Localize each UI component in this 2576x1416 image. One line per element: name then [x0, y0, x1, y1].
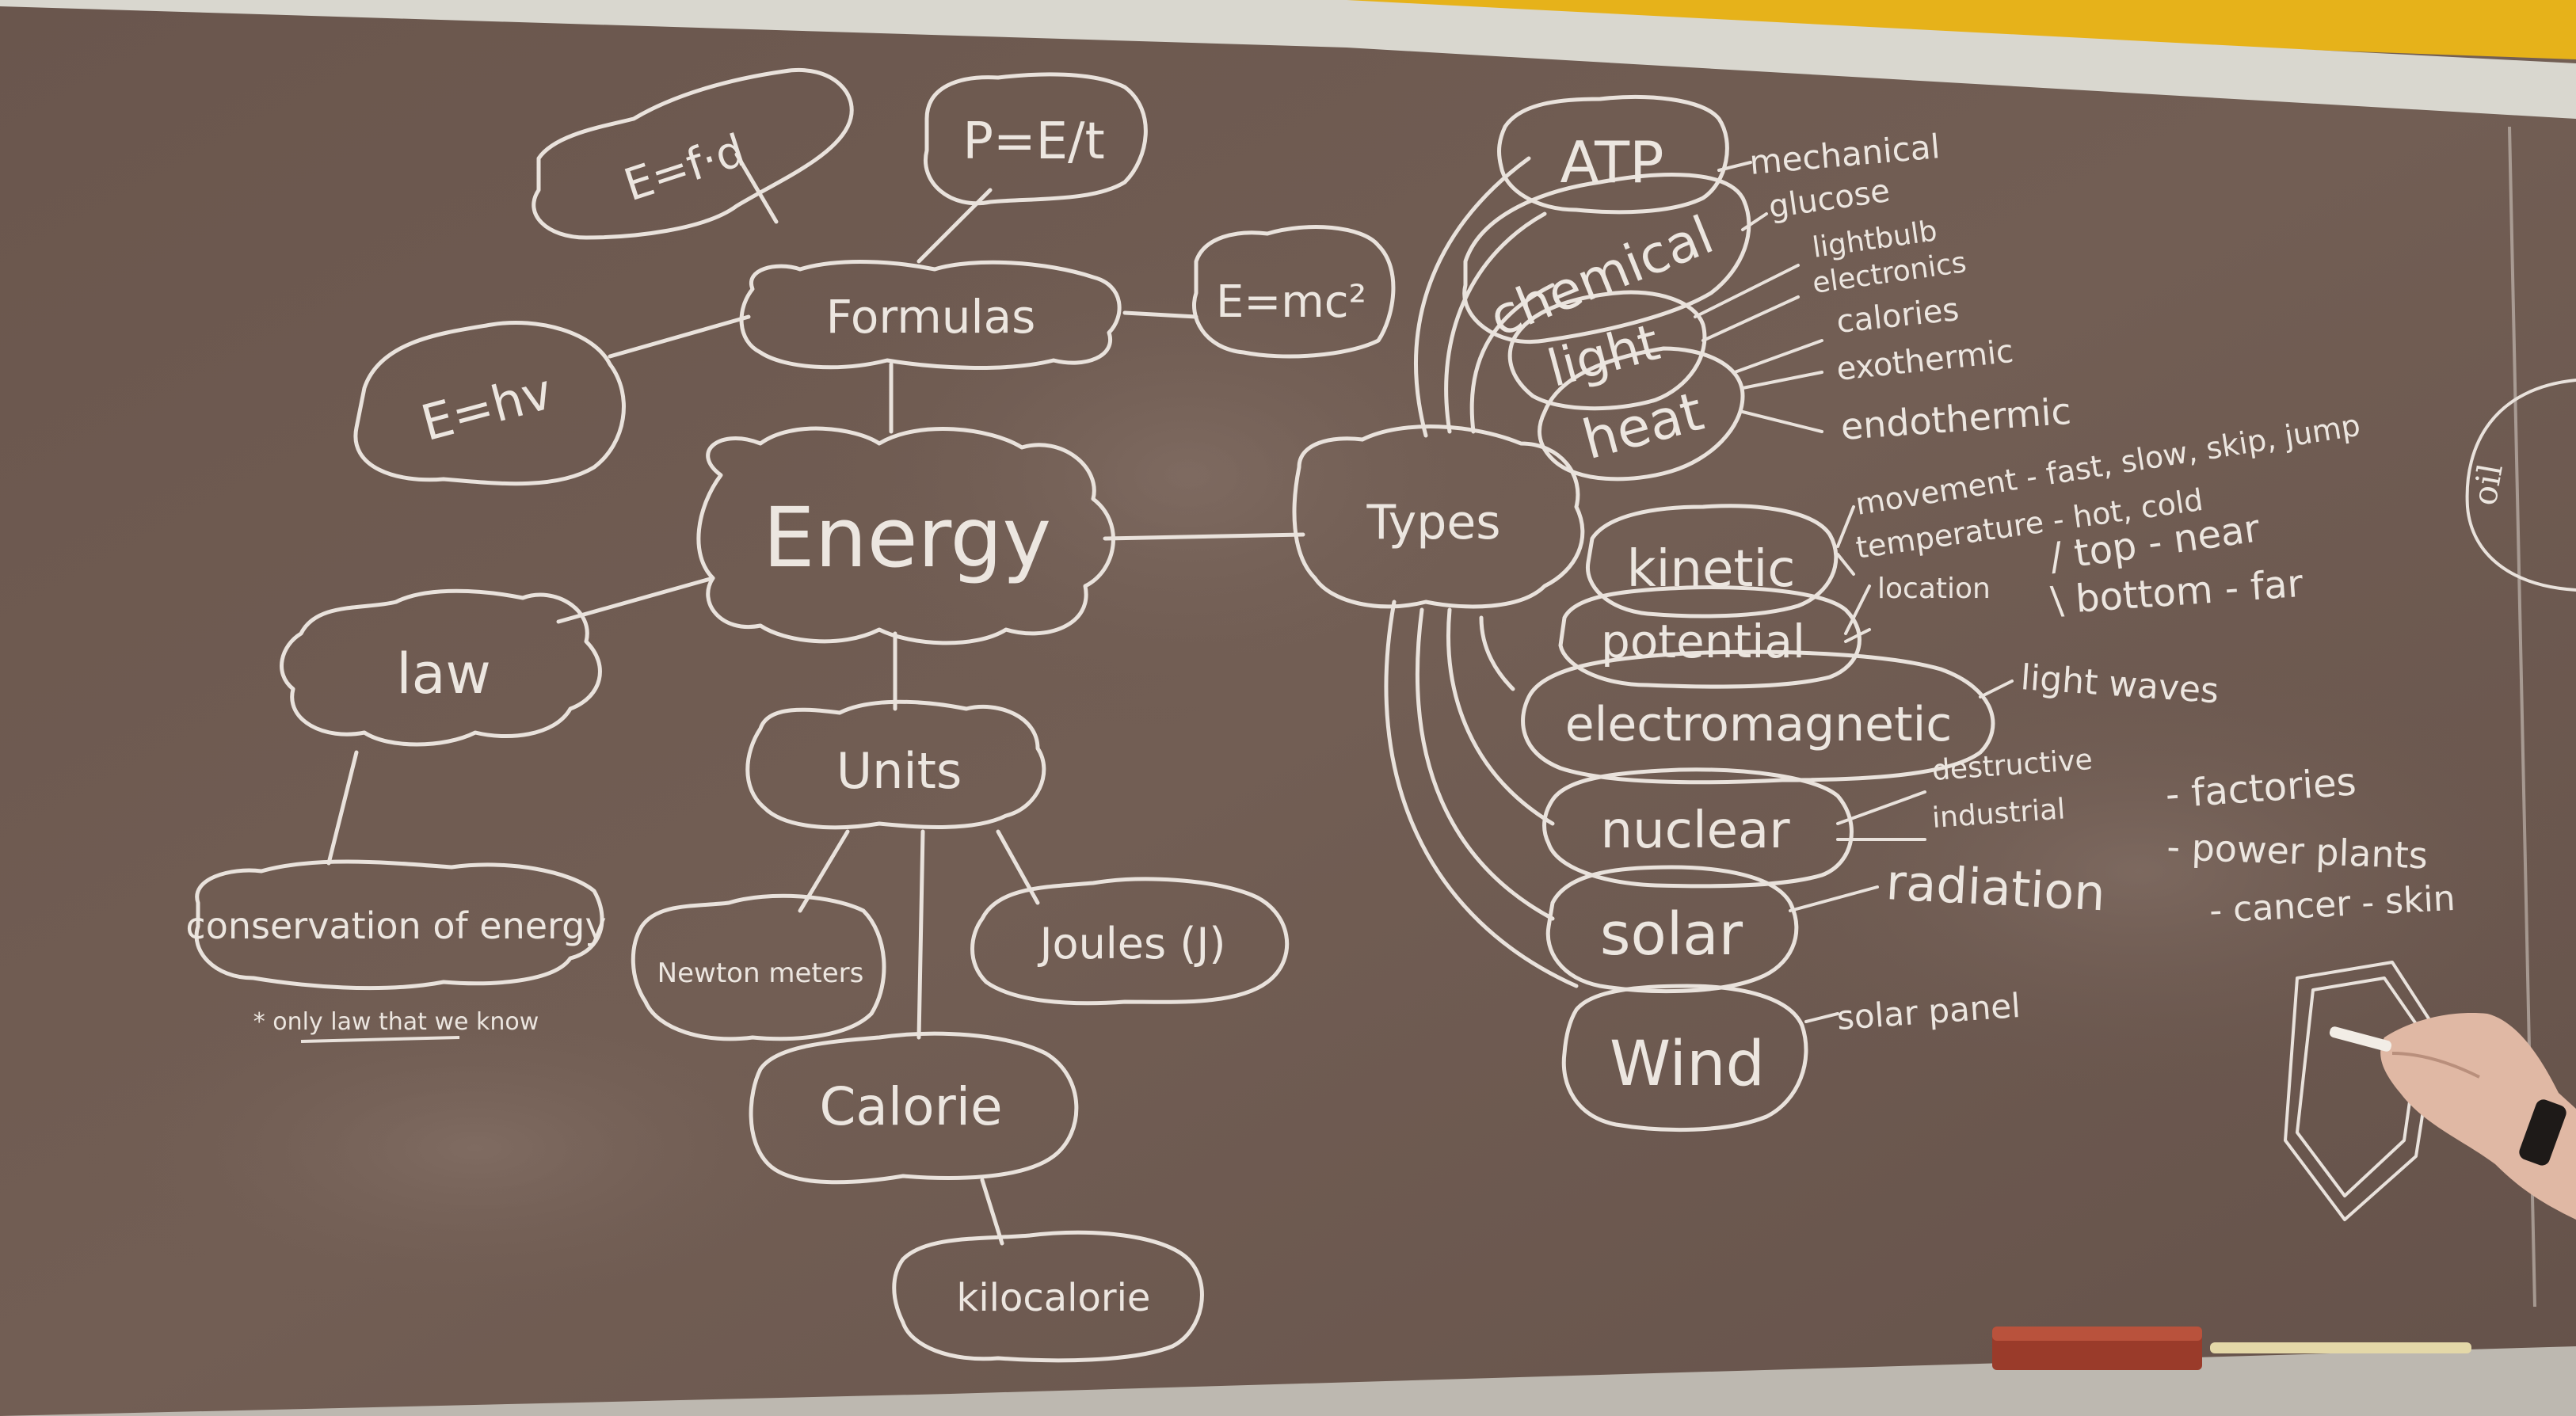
formula-pet-cloud — [924, 72, 1148, 206]
law-cloud — [280, 588, 602, 747]
law-note: * only law that we know — [253, 1008, 539, 1036]
note-location: location — [1877, 573, 1991, 605]
note-radiation: radiation — [1884, 853, 2106, 922]
kilocalorie-label: kilocalorie — [957, 1276, 1151, 1320]
type-wind: Wind — [1610, 1029, 1765, 1100]
chalk-tray — [0, 1346, 2576, 1416]
note-leaders — [1694, 161, 2014, 1023]
energy-label: Energy — [763, 489, 1051, 586]
newton-meters-label: Newton meters — [657, 957, 864, 989]
heat-cloud — [1537, 346, 1745, 482]
formulas-label: Formulas — [826, 290, 1036, 344]
joules-label: Joules (J) — [1038, 919, 1226, 969]
wall-yellow — [1347, 0, 2576, 59]
types-label: Types — [1366, 495, 1500, 550]
hexagon-drawing — [2284, 961, 2437, 1221]
electromagnetic-cloud — [1521, 649, 1995, 785]
solar-cloud — [1545, 865, 1799, 994]
type-solar: solar — [1600, 900, 1743, 969]
joules-cloud — [970, 877, 1290, 1006]
type-nuclear: nuclear — [1601, 801, 1791, 860]
board-frame-top — [0, 0, 2576, 119]
connectors — [326, 152, 1305, 1246]
formula-emc2-cloud — [1192, 225, 1396, 359]
type-atp: ATP — [1560, 129, 1663, 196]
calorie-label: Calorie — [819, 1076, 1002, 1137]
type-kinetic: kinetic — [1627, 540, 1796, 599]
calorie-cloud — [749, 1031, 1079, 1185]
formula-pet: P=E/t — [962, 112, 1104, 171]
eraser-top — [1992, 1327, 2202, 1341]
wind-cloud — [1561, 984, 1808, 1132]
chalk-stick — [2210, 1342, 2471, 1353]
newton-meters-cloud — [631, 893, 886, 1041]
units-cloud — [745, 699, 1046, 830]
nuclear-cloud — [1542, 767, 1854, 889]
clouds — [194, 68, 1995, 1363]
law-label: law — [396, 641, 491, 706]
edge-circle-mark: oil — [2465, 461, 2510, 508]
note-power-plants: - power plants — [2166, 825, 2429, 877]
formula-ehv-cloud — [353, 321, 626, 486]
type-arcs — [1384, 156, 1579, 988]
chemical-cloud — [1462, 172, 1751, 344]
formulas-cloud — [739, 260, 1122, 370]
units-label: Units — [836, 742, 962, 800]
atp-cloud — [1497, 94, 1729, 215]
type-electromagnetic: electromagnetic — [1565, 697, 1953, 752]
potential-cloud — [1558, 585, 1862, 689]
types-cloud — [1292, 424, 1585, 609]
smudge — [79, 974, 871, 1323]
hand — [2329, 1013, 2576, 1220]
smudge — [792, 222, 1584, 729]
formula-emc2: E=mc² — [1216, 276, 1366, 328]
conservation-label: conservation of energy — [185, 904, 606, 947]
kilocalorie-cloud — [892, 1230, 1204, 1363]
kinetic-cloud — [1585, 504, 1839, 619]
law-note-underline — [300, 1036, 460, 1043]
formula-fd-cloud — [532, 68, 854, 240]
conservation-cloud — [194, 859, 604, 991]
light-cloud — [1507, 290, 1707, 411]
type-potential: potential — [1601, 615, 1805, 668]
energy-cloud — [696, 426, 1115, 645]
edge-circle — [2465, 379, 2576, 592]
